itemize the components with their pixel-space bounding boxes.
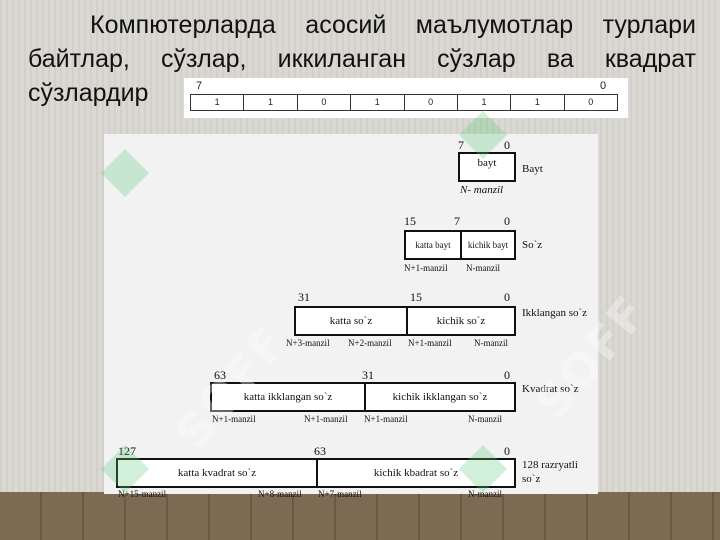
bit-strip-cells: 1 1 0 1 0 1 1 0 xyxy=(190,94,618,111)
dqword-hi-bit: 127 xyxy=(118,444,136,458)
dword-address-3: N+3-manzil xyxy=(286,338,330,348)
word-high-segment: katta bayt xyxy=(415,240,451,250)
byte-box: bayt xyxy=(458,152,516,182)
word-lo-bit: 0 xyxy=(504,214,510,228)
bit-cell: 1 xyxy=(511,95,565,110)
word-address-high: N+1-manzil xyxy=(404,263,448,273)
dword-lo-bit: 0 xyxy=(504,290,510,304)
floor-background xyxy=(0,492,720,540)
dqword-high-segment: katta kvadrat so`z xyxy=(177,466,257,479)
qword-mid-bit: 31 xyxy=(362,368,374,382)
dqword-address-2: N+8-manzil xyxy=(258,489,302,499)
qword-low-segment: kichik ikklangan so`z xyxy=(364,384,514,410)
bit-cell: 1 xyxy=(458,95,512,110)
bit-strip-right-index: 0 xyxy=(600,80,607,92)
data-types-diagram: 7 0 bayt N- manzil Bayt 15 7 0 katta bay… xyxy=(104,134,598,499)
bit-cell: 1 xyxy=(244,95,298,110)
qword-address-0: N-manzil xyxy=(468,414,502,424)
qword-lo-bit: 0 xyxy=(504,368,510,382)
bit-strip-left-index: 7 xyxy=(196,80,203,92)
dword-low-segment: kichik so`z xyxy=(406,308,514,334)
dword-address-1: N+1-manzil xyxy=(408,338,452,348)
bit-cell: 1 xyxy=(191,95,245,110)
qword-hi-bit: 63 xyxy=(214,368,226,382)
bit-cell: 0 xyxy=(588,97,594,107)
bit-cell: 0 xyxy=(298,95,352,110)
dword-box: katta so`z kichik so`z xyxy=(294,306,516,336)
word-low-segment: kichik bayt xyxy=(460,232,514,258)
qword-address-2: N+1-manzil xyxy=(304,414,348,424)
byte-hi-bit: 7 xyxy=(458,138,464,152)
qword-address-1: N+1-manzil xyxy=(364,414,408,424)
slide-title: Компютерларда асосий маълумотлар турлари… xyxy=(28,11,696,107)
qword-box: katta ikklangan so`z kichik ikklangan so… xyxy=(210,382,516,412)
dqword-address-3: N+15-manzil xyxy=(118,489,167,499)
dqword-low-segment: kichik kbadrat so`z xyxy=(316,460,514,486)
byte-segment: bayt xyxy=(477,157,497,169)
qword-side-label: Kvadrat so`z xyxy=(522,383,579,395)
word-address-low: N-manzil xyxy=(466,263,500,273)
dqword-side-label: 128 razryatli so`z xyxy=(522,459,578,485)
word-box: katta bayt kichik bayt xyxy=(404,230,516,260)
dword-hi-bit: 31 xyxy=(298,290,310,304)
bit-cell: 0 xyxy=(405,95,458,110)
dword-high-segment: katta so`z xyxy=(329,314,373,327)
dqword-box: katta kvadrat so`z kichik kbadrat so`z xyxy=(116,458,516,488)
dword-side-label: Ikklangan so`z xyxy=(522,307,588,319)
bit-strip: 7 0 1 1 0 1 0 1 1 0 xyxy=(184,78,628,118)
dqword-lo-bit: 0 xyxy=(504,444,510,458)
dqword-address-1: N+7-manzil xyxy=(318,489,362,499)
dword-mid-bit: 15 xyxy=(410,290,422,304)
dword-address-0: N-manzil xyxy=(474,338,508,348)
byte-side-label: Bayt xyxy=(522,163,543,175)
dword-address-2: N+2-manzil xyxy=(348,338,392,348)
word-hi-bit: 15 xyxy=(404,214,416,228)
word-mid-bit: 7 xyxy=(454,214,460,228)
qword-address-3: N+1-manzil xyxy=(212,414,256,424)
dqword-address-0: N-manzil xyxy=(468,489,502,499)
dqword-mid-bit: 63 xyxy=(314,444,326,458)
word-side-label: So`z xyxy=(522,239,543,251)
qword-high-segment: katta ikklangan so`z xyxy=(243,390,333,403)
byte-address: N- manzil xyxy=(460,184,504,196)
byte-lo-bit: 0 xyxy=(504,138,510,152)
bit-cell: 1 xyxy=(351,95,405,110)
